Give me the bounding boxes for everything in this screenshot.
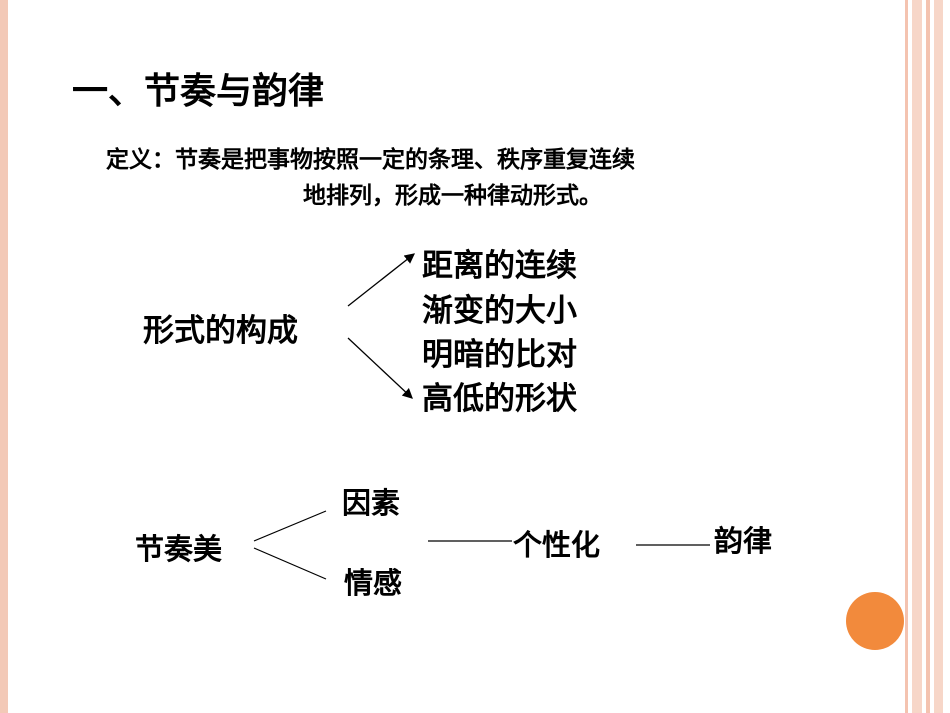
arrow-up-line (347, 253, 416, 307)
form-item: 明暗的比对 (422, 337, 577, 373)
slide-title: 一、节奏与韵律 (72, 71, 325, 112)
right-border-stripe (934, 0, 943, 713)
right-border-stripe (912, 0, 922, 713)
emotion-label: 情感 (344, 566, 403, 600)
definition-line-2: 地排列，形成一种律动形式。 (303, 183, 602, 209)
definition-line-1: 定义：节奏是把事物按照一定的条理、秩序重复连续 (106, 147, 635, 173)
left-border-stripe (0, 0, 8, 713)
arrow-down-line (347, 337, 413, 399)
form-item: 距离的连续 (422, 248, 577, 284)
branch-line-bottom (253, 547, 327, 580)
individuality-label: 个性化 (513, 528, 601, 562)
rhythm-beauty-label: 节奏美 (135, 532, 223, 566)
form-item: 渐变的大小 (422, 293, 577, 329)
factor-label: 因素 (342, 486, 401, 520)
right-border-stripe (926, 0, 930, 713)
decorative-orange-circle (846, 592, 904, 650)
form-composition-label: 形式的构成 (143, 313, 298, 349)
branch-line-top (253, 510, 327, 542)
form-item: 高低的形状 (422, 381, 577, 417)
right-border-stripe (905, 0, 908, 713)
rhythm-rhyme-label: 韵律 (714, 524, 773, 558)
